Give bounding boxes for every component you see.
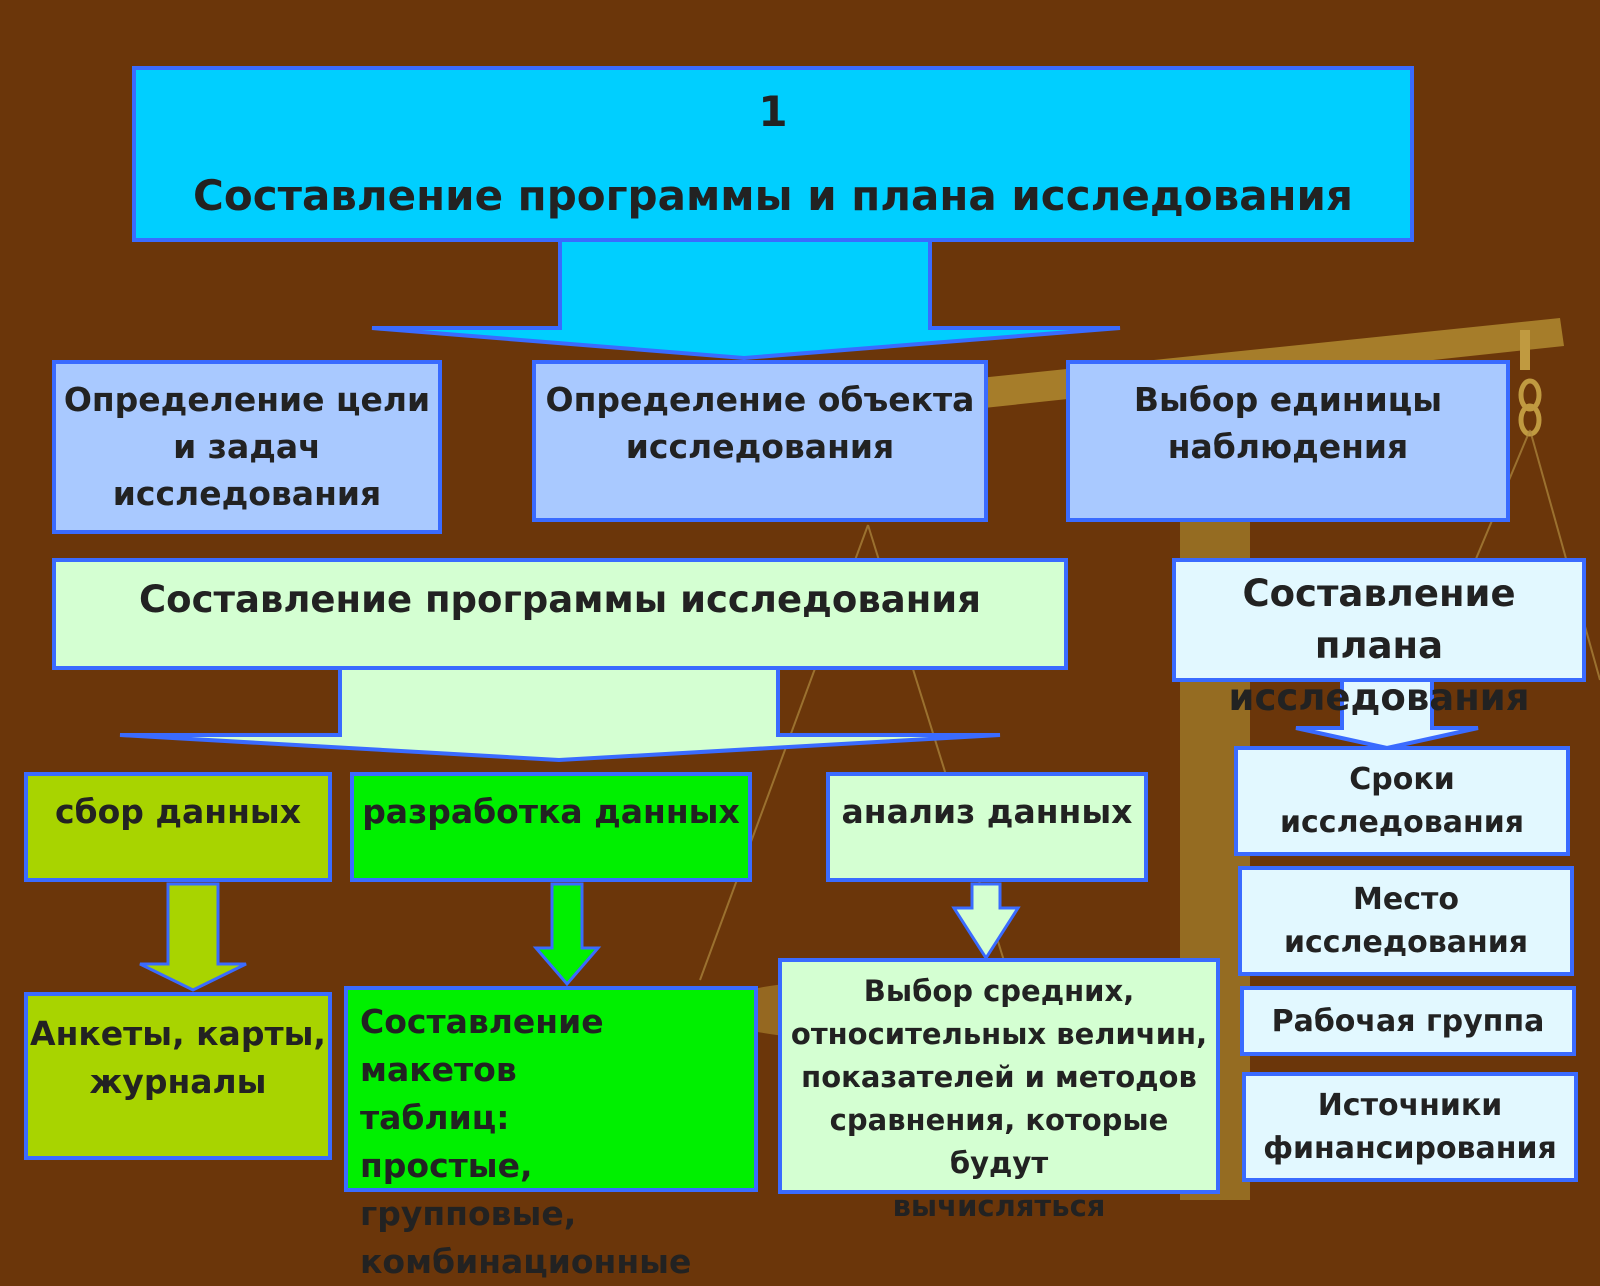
processing-label: разработка данных bbox=[362, 792, 740, 831]
analysis-methods-line: показателей и методов bbox=[801, 1060, 1197, 1094]
table-layouts-line: комбинационные bbox=[360, 1242, 692, 1281]
location-line: исследования bbox=[1284, 925, 1528, 960]
unit-box: Выбор единицы наблюдения bbox=[1066, 360, 1510, 522]
unit-line: наблюдения bbox=[1167, 427, 1409, 466]
analysis-arrow bbox=[951, 882, 1021, 961]
program-arrow bbox=[119, 666, 1001, 763]
table-layouts-line: простые, групповые, bbox=[360, 1146, 577, 1233]
funding-line: финансирования bbox=[1263, 1131, 1557, 1166]
plan-line: исследования bbox=[1228, 676, 1530, 719]
timeline-line: Сроки bbox=[1349, 762, 1455, 797]
table-layouts-line: таблиц: bbox=[360, 1098, 510, 1137]
funding-box: Источники финансирования bbox=[1242, 1072, 1578, 1182]
analysis-methods-line: сравнения, которые будут bbox=[829, 1103, 1169, 1180]
processing-arrow bbox=[532, 882, 602, 987]
location-line: Место bbox=[1353, 882, 1459, 917]
location-box: Место исследования bbox=[1238, 866, 1574, 976]
funding-line: Источники bbox=[1317, 1088, 1503, 1123]
questionnaires-line: журналы bbox=[89, 1062, 267, 1101]
timeline-box: Сроки исследования bbox=[1234, 746, 1570, 856]
object-box: Определение объекта исследования bbox=[532, 360, 988, 522]
analysis-box: анализ данных bbox=[826, 772, 1148, 882]
working-group-line: Рабочая группа bbox=[1271, 1003, 1545, 1039]
working-group-box: Рабочая группа bbox=[1240, 986, 1576, 1056]
title-text: Составление программы и плана исследован… bbox=[193, 171, 1353, 220]
plan-line: Составление плана bbox=[1242, 572, 1516, 667]
title-box: 1 Составление программы и плана исследов… bbox=[132, 66, 1414, 242]
collection-box: сбор данных bbox=[24, 772, 332, 882]
goals-box: Определение цели и задач исследования bbox=[52, 360, 442, 534]
analysis-methods-line: относительных величин, bbox=[790, 1017, 1208, 1051]
goals-line: Определение цели bbox=[63, 380, 431, 419]
title-arrow bbox=[371, 238, 1121, 361]
collection-label: сбор данных bbox=[54, 792, 302, 831]
timeline-line: исследования bbox=[1280, 805, 1524, 840]
program-text: Составление программы исследования bbox=[139, 578, 981, 621]
questionnaires-line: Анкеты, карты, bbox=[30, 1014, 326, 1053]
program-box: Составление программы исследования bbox=[52, 558, 1068, 670]
table-layouts-line: Составление макетов bbox=[360, 1002, 604, 1089]
analysis-methods-box: Выбор средних, относительных величин, по… bbox=[778, 958, 1220, 1223]
connector-arrows bbox=[119, 238, 1479, 992]
questionnaires-box: Анкеты, карты, журналы bbox=[24, 992, 332, 1160]
plan-arrow bbox=[1295, 678, 1479, 751]
analysis-label: анализ данных bbox=[841, 792, 1133, 831]
plan-box: Составление плана исследования bbox=[1172, 558, 1586, 719]
analysis-methods-line: Выбор средних, bbox=[863, 974, 1135, 1008]
unit-line: Выбор единицы bbox=[1133, 380, 1443, 419]
table-layouts-box: Составление макетов таблиц: простые, гру… bbox=[344, 986, 758, 1281]
processing-box: разработка данных bbox=[350, 772, 752, 882]
object-line: исследования bbox=[625, 427, 895, 466]
goals-line: исследования bbox=[112, 474, 382, 513]
collection-arrow bbox=[139, 882, 247, 992]
object-line: Определение объекта bbox=[545, 380, 975, 419]
analysis-methods-line: вычисляться bbox=[892, 1189, 1106, 1223]
title-number: 1 bbox=[758, 87, 788, 136]
goals-line: и задач bbox=[173, 427, 321, 466]
